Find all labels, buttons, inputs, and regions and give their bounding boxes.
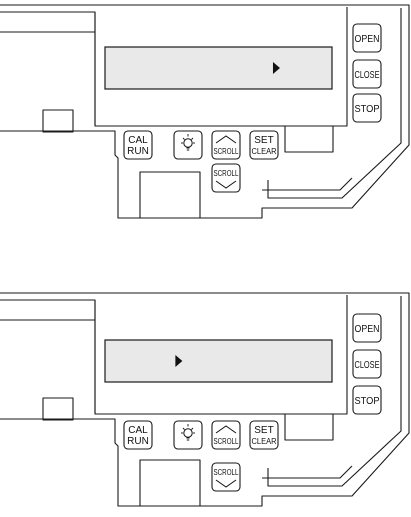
set-clear-button[interactable]: SET CLEAR [249,130,279,160]
svg-text:SCROLL: SCROLL [214,146,239,156]
display-cursor [175,355,183,367]
scroll-up-button[interactable]: SCROLL [211,130,241,160]
cal-run-button[interactable]: CAL RUN [123,130,153,160]
display-cursor [272,62,280,74]
scroll-down-button[interactable]: SCROLL [211,462,241,492]
svg-text:CLEAR: CLEAR [252,146,277,156]
lcd-display [104,46,333,90]
light-button[interactable] [173,130,203,160]
scroll-up-button[interactable]: SCROLL [211,420,241,450]
svg-text:STOP: STOP [355,396,380,407]
open-button[interactable]: OPEN [352,23,382,53]
svg-text:RUN: RUN [127,436,149,447]
chevron-down-icon [215,180,237,189]
chevron-up-icon [215,135,237,144]
svg-text:SCROLL: SCROLL [214,467,239,477]
svg-text:STOP: STOP [355,104,380,115]
svg-text:OPEN: OPEN [355,324,380,335]
open-button[interactable]: OPEN [352,313,382,343]
light-bulb-icon [181,134,195,151]
triangle-right-icon [175,355,183,367]
svg-text:CAL: CAL [128,425,148,436]
triangle-right-icon [272,62,280,74]
stop-button[interactable]: STOP [352,385,382,415]
scroll-down-button[interactable]: SCROLL [211,163,241,193]
close-button[interactable]: CLOSE [352,349,382,379]
svg-text:SCROLL: SCROLL [214,168,239,178]
svg-text:SET: SET [254,135,273,146]
svg-text:SCROLL: SCROLL [214,436,239,446]
set-clear-button[interactable]: SET CLEAR [249,420,279,450]
chevron-down-icon [215,479,237,488]
close-button[interactable]: CLOSE [352,59,382,89]
light-bulb-icon [181,424,195,441]
svg-text:CLEAR: CLEAR [252,436,277,446]
stop-button[interactable]: STOP [352,93,382,123]
lcd-display [104,339,333,383]
panel-bottom: OPEN CLOSE STOP CAL RUN [0,292,410,507]
svg-text:CLOSE: CLOSE [355,360,380,371]
panel-top: OPEN CLOSE STOP CAL RUN [0,4,410,219]
svg-text:RUN: RUN [127,146,149,157]
light-button[interactable] [173,420,203,450]
chevron-up-icon [215,425,237,434]
svg-text:CLOSE: CLOSE [355,70,380,81]
svg-text:OPEN: OPEN [355,34,380,45]
svg-text:CAL: CAL [128,135,148,146]
svg-text:SET: SET [254,425,273,436]
cal-run-button[interactable]: CAL RUN [123,420,153,450]
